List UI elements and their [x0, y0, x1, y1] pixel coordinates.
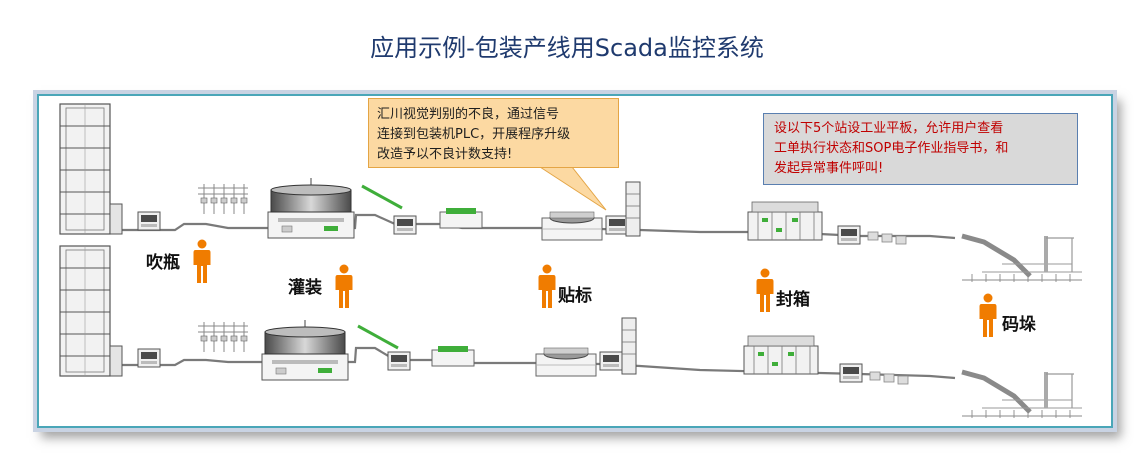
case-sealer-2 — [743, 335, 819, 375]
station-label-case-sealing: 封箱 — [776, 290, 810, 310]
filling-machine-1 — [267, 177, 355, 239]
vision-callout-tail — [538, 166, 607, 211]
vision-callout-line: 连接到包装机PLC，开展程序升级 — [377, 127, 571, 142]
palletizer-2 — [962, 372, 1082, 418]
labeling-machine-2 — [535, 347, 597, 377]
control-box-1 — [137, 211, 161, 231]
page-title: 应用示例-包装产线用Scada监控系统 — [370, 34, 764, 62]
small-machine-2 — [431, 346, 475, 367]
control-box-6 — [599, 351, 623, 371]
case-sealer-1 — [747, 201, 823, 241]
blow-molding-tower-2 — [59, 245, 123, 377]
vision-callout-line: 改造予以不良计数支持! — [377, 147, 513, 162]
operator-filling-icon — [335, 264, 353, 308]
station-label-labeling: 贴标 — [558, 286, 592, 306]
station-label-filling: 灌装 — [288, 278, 322, 298]
operator-case-sealing-icon — [756, 268, 774, 312]
station-label-palletizing: 码垛 — [1002, 315, 1036, 335]
control-box-3 — [393, 215, 417, 235]
operator-blow-molding-icon — [193, 239, 211, 283]
control-box-4 — [387, 351, 411, 371]
column-structure-1 — [625, 181, 641, 237]
tablet-callout-line: 工单执行状态和SOP电子作业指导书，和 — [774, 141, 1009, 156]
tablet-callout-line: 发起异常事件呼叫! — [774, 161, 884, 176]
pipes-1 — [197, 183, 249, 215]
station-label-blow-molding: 吹瓶 — [146, 253, 180, 273]
line-1-conveyor — [118, 213, 956, 240]
operator-palletizing-icon — [979, 293, 997, 337]
filling-machine-2 — [261, 319, 349, 381]
labeling-machine-1 — [541, 211, 603, 241]
blow-molding-tower-1 — [59, 103, 123, 235]
tablet-callout: 设以下5个站设工业平板，允许用户查看 工单执行状态和SOP电子作业指导书，和 发… — [763, 113, 1078, 185]
vision-callout-line: 汇川视觉判别的不良，通过信号 — [377, 107, 560, 122]
pipes-2 — [197, 321, 249, 353]
operator-labeling-icon — [538, 264, 556, 308]
control-box-7 — [837, 225, 861, 245]
palletizer-1 — [962, 236, 1082, 282]
green-chute-1 — [361, 184, 403, 210]
control-box-2 — [137, 348, 161, 368]
case-conveyor-1 — [867, 231, 907, 245]
green-chute-2 — [357, 324, 399, 350]
vision-callout: 汇川视觉判别的不良，通过信号 连接到包装机PLC，开展程序升级 改造予以不良计数… — [368, 98, 619, 168]
case-conveyor-2 — [869, 371, 909, 385]
tablet-callout-line: 设以下5个站设工业平板，允许用户查看 — [774, 121, 1004, 136]
control-box-8 — [839, 363, 863, 383]
control-box-5 — [605, 215, 629, 235]
column-structure-2 — [621, 317, 637, 375]
small-machine-1 — [439, 208, 483, 229]
